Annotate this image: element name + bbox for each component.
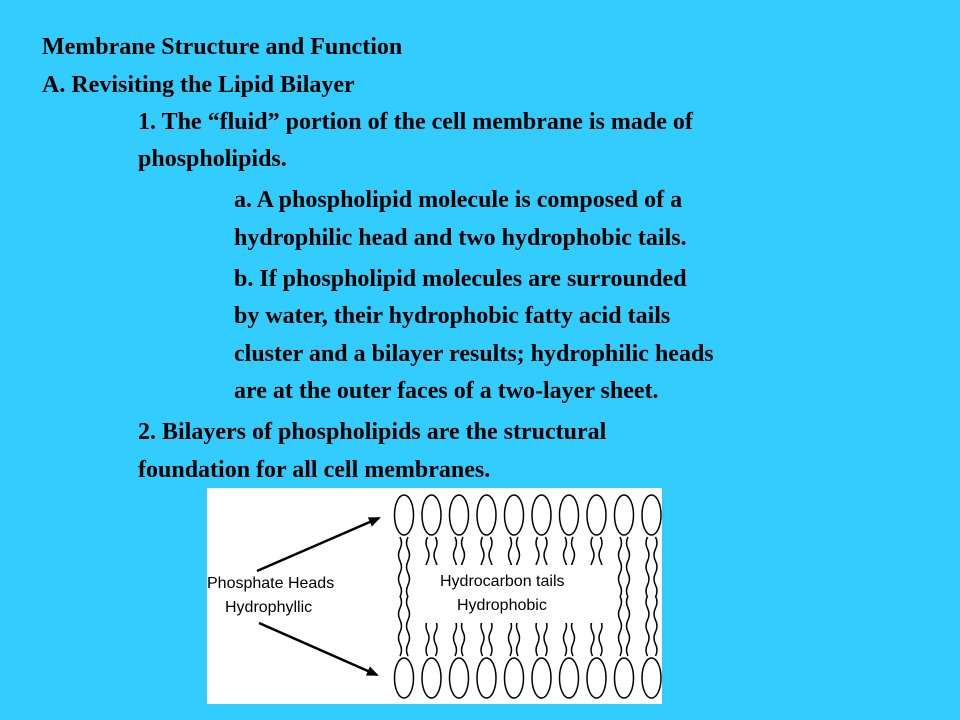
phosphate-head-top (586, 494, 607, 536)
tails-label-line-1: Hydrocarbon tails (440, 573, 565, 590)
heads-label-line-1: Phosphate Heads (207, 575, 334, 592)
phosphate-head-top (558, 494, 580, 536)
phosphate-head-bottom (503, 657, 525, 699)
slide-title: Membrane Structure and Function (42, 34, 403, 60)
phosphate-head-bottom (393, 657, 415, 699)
hydrocarbon-tail-bottom (617, 595, 623, 657)
sub-a-line-1: a. A phospholipid molecule is composed o… (234, 187, 683, 213)
phosphate-head-top (503, 494, 525, 536)
phosphate-head-bottom (613, 657, 635, 699)
phosphate-head-top (476, 494, 497, 536)
hydrocarbon-tail-bottom (653, 595, 658, 657)
point-1-line-1: 1. The “fluid” portion of the cell membr… (138, 109, 693, 135)
point-2-line-1: 2. Bilayers of phospholipids are the str… (138, 419, 607, 445)
sub-b-line-4: are at the outer faces of a two-layer sh… (234, 378, 659, 404)
hydrocarbon-tail-top (617, 536, 623, 598)
lipid-bilayer-diagram: Phosphate Heads Hydrophyllic Hydrocarbon… (207, 494, 662, 699)
phosphate-head-top (448, 494, 470, 536)
hydrocarbon-tail-top (625, 536, 631, 598)
hydrocarbon-tail-bottom (625, 595, 631, 657)
phosphate-head-bottom (558, 657, 580, 699)
phosphate-head-bottom (421, 657, 442, 699)
hydrocarbon-tail-bottom (397, 595, 403, 657)
hydrocarbon-tail-bottom (405, 595, 411, 657)
sub-b-line-1: b. If phospholipid molecules are surroun… (234, 266, 687, 292)
hydrocarbon-tail-top (397, 536, 403, 598)
sub-b-line-3: cluster and a bilayer results; hydrophil… (234, 341, 714, 367)
point-2-line-2: foundation for all cell membranes. (138, 457, 491, 483)
hydrocarbon-tail-top (653, 536, 658, 598)
phosphate-head-bottom (448, 657, 470, 699)
arrow-to-top-heads (256, 516, 381, 573)
sub-a-line-2: hydrophilic head and two hydrophobic tai… (234, 225, 687, 251)
phosphate-head-top (613, 494, 635, 536)
phosphate-head-top (421, 494, 442, 536)
phosphate-head-bottom (641, 657, 662, 699)
lipid-bilayer-figure: Phosphate Heads Hydrophyllic Hydrocarbon… (207, 488, 662, 704)
arrow-to-bottom-heads (258, 621, 379, 677)
hydrocarbon-tail-top (645, 536, 650, 598)
point-1-line-2: phospholipids. (138, 146, 287, 172)
heads-label-line-2: Hydrophyllic (225, 599, 312, 616)
phosphate-head-bottom (531, 657, 552, 699)
tails-label-backdrop (422, 565, 610, 623)
phosphate-head-bottom (586, 657, 607, 699)
section-heading: A. Revisiting the Lipid Bilayer (42, 72, 355, 98)
hydrocarbon-tail-bottom (645, 595, 650, 657)
phosphate-head-top (531, 494, 552, 536)
hydrocarbon-tail-top (405, 536, 411, 598)
phosphate-head-bottom (476, 657, 497, 699)
phosphate-head-top (641, 494, 662, 536)
tails-label-line-2: Hydrophobic (457, 597, 547, 614)
sub-b-line-2: by water, their hydrophobic fatty acid t… (234, 303, 671, 329)
phosphate-head-top (393, 494, 415, 536)
